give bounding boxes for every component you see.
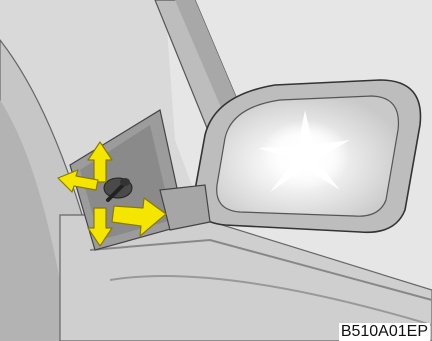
figure-code: B510A01EP [339,323,430,341]
